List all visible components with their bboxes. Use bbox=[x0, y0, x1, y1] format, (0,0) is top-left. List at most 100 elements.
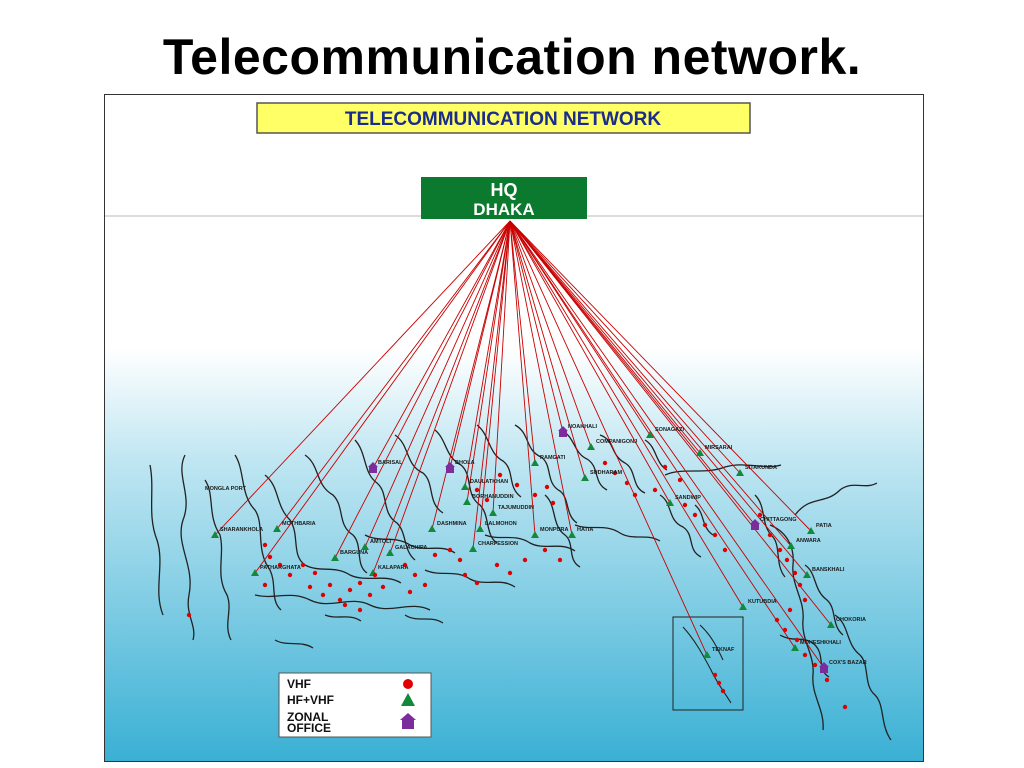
vhf-station-dot bbox=[462, 572, 468, 578]
vhf-station-dot bbox=[494, 562, 500, 568]
vhf-station-dot bbox=[612, 470, 618, 476]
vhf-station-dot bbox=[447, 547, 453, 553]
hf-vhf-station-marker bbox=[331, 554, 339, 561]
vhf-station-dot bbox=[262, 582, 268, 588]
network-link bbox=[509, 220, 586, 479]
vhf-station-dot bbox=[784, 557, 790, 563]
network-link bbox=[509, 220, 756, 526]
vhf-station-dot bbox=[842, 704, 848, 710]
vhf-station-dot bbox=[300, 562, 306, 568]
vhf-station-dot bbox=[722, 547, 728, 553]
network-link bbox=[509, 220, 564, 433]
hf-vhf-station-marker bbox=[739, 603, 747, 610]
vhf-station-dot bbox=[497, 472, 503, 478]
hq-line1: HQ bbox=[491, 180, 518, 200]
vhf-station-dot bbox=[557, 557, 563, 563]
place-label: DAULATKHAN bbox=[470, 479, 508, 485]
hf-vhf-station-marker bbox=[646, 431, 654, 438]
vhf-station-dot bbox=[474, 580, 480, 586]
vhf-station-dot bbox=[347, 587, 353, 593]
vhf-station-dot bbox=[720, 688, 726, 694]
place-label: MOHESHKHALI bbox=[800, 640, 841, 646]
hq-box: HQ DHAKA bbox=[421, 177, 587, 219]
hf-vhf-station-marker bbox=[696, 449, 704, 456]
legend-hfvhf-label: HF+VHF bbox=[287, 693, 334, 707]
vhf-station-dot bbox=[692, 512, 698, 518]
network-link bbox=[509, 220, 792, 547]
zonal-office-marker bbox=[819, 662, 829, 673]
vhf-station-dot bbox=[262, 542, 268, 548]
vhf-station-dot bbox=[662, 464, 668, 470]
vhf-station-dot bbox=[767, 532, 773, 538]
vhf-station-dot bbox=[380, 584, 386, 590]
network-link bbox=[509, 220, 708, 656]
legend-zonal-label-2: OFFICE bbox=[287, 721, 331, 735]
network-link bbox=[472, 220, 511, 550]
vhf-station-dot bbox=[602, 460, 608, 466]
hf-vhf-station-marker bbox=[489, 509, 497, 516]
legend-hfvhf-triangle bbox=[401, 693, 415, 706]
hf-vhf-station-marker bbox=[251, 569, 259, 576]
vhf-station-dot bbox=[307, 584, 313, 590]
network-link bbox=[466, 220, 511, 503]
vhf-station-dot bbox=[797, 582, 803, 588]
network-link bbox=[509, 220, 744, 608]
network-link bbox=[276, 220, 511, 530]
place-label: CHITTAGONG bbox=[760, 517, 797, 523]
hf-vhf-station-marker bbox=[827, 621, 835, 628]
vhf-station-dot bbox=[422, 582, 428, 588]
vhf-station-dot bbox=[407, 589, 413, 595]
vhf-station-dot bbox=[372, 572, 378, 578]
legend-zonal-icon bbox=[400, 713, 416, 729]
network-link bbox=[509, 220, 812, 532]
hf-vhf-station-marker bbox=[581, 474, 589, 481]
place-label: BARISAL bbox=[378, 460, 403, 466]
vhf-station-dot bbox=[522, 557, 528, 563]
place-label: MIRSARAI bbox=[705, 445, 733, 451]
hf-vhf-station-marker bbox=[807, 527, 815, 534]
hf-vhf-station-marker bbox=[568, 531, 576, 538]
vhf-station-dot bbox=[186, 612, 192, 618]
vhf-station-dot bbox=[712, 532, 718, 538]
network-links bbox=[214, 220, 832, 669]
zonal-office-marker bbox=[750, 519, 760, 530]
zonal-office-marker bbox=[445, 462, 455, 473]
vhf-station-dot bbox=[802, 597, 808, 603]
vhf-station-dot bbox=[782, 627, 788, 633]
hf-vhf-station-marker bbox=[476, 525, 484, 532]
vhf-station-dot bbox=[514, 482, 520, 488]
place-label: KALAPARA bbox=[378, 565, 408, 571]
vhf-station-dot bbox=[677, 477, 683, 483]
hq-line2: DHAKA bbox=[473, 200, 534, 219]
banner-text: TELECOMMUNICATION NETWORK bbox=[345, 109, 662, 130]
teknaf-inset bbox=[672, 616, 744, 711]
hf-vhf-station-marker bbox=[531, 459, 539, 466]
place-label: SANDWIP bbox=[675, 495, 701, 501]
legend-zonal-label-1: ZONAL bbox=[287, 710, 328, 724]
network-link bbox=[431, 220, 511, 530]
place-label: BORHANUDDIN bbox=[472, 494, 514, 500]
vhf-station-dot bbox=[432, 552, 438, 558]
place-label: TAJUMUDDIN bbox=[498, 505, 534, 511]
network-link bbox=[364, 220, 511, 548]
place-label: MONPURA bbox=[540, 527, 568, 533]
place-label: GALACHIPA bbox=[395, 545, 427, 551]
place-label: PATHARGHATA bbox=[260, 565, 301, 571]
hf-vhf-station-marker bbox=[666, 499, 674, 506]
legend: VHF HF+VHF ZONAL OFFICE bbox=[278, 672, 432, 738]
hf-vhf-station-marker bbox=[787, 542, 795, 549]
network-link bbox=[509, 220, 592, 448]
vhf-station-dot bbox=[412, 572, 418, 578]
vhf-station-dot bbox=[774, 617, 780, 623]
place-label: SONAGAZI bbox=[655, 427, 685, 433]
place-labels: MONGLA PORTSHARANKHOLAMOTHBARIAPATHARGHA… bbox=[205, 424, 867, 666]
station-markers bbox=[186, 426, 848, 710]
hf-vhf-station-marker bbox=[736, 469, 744, 476]
vhf-station-dot bbox=[824, 677, 830, 683]
vhf-station-dot bbox=[682, 502, 688, 508]
vhf-station-dot bbox=[632, 492, 638, 498]
vhf-station-dot bbox=[550, 500, 556, 506]
network-link bbox=[509, 220, 536, 464]
vhf-station-dot bbox=[357, 607, 363, 613]
vhf-station-dot bbox=[812, 662, 818, 668]
